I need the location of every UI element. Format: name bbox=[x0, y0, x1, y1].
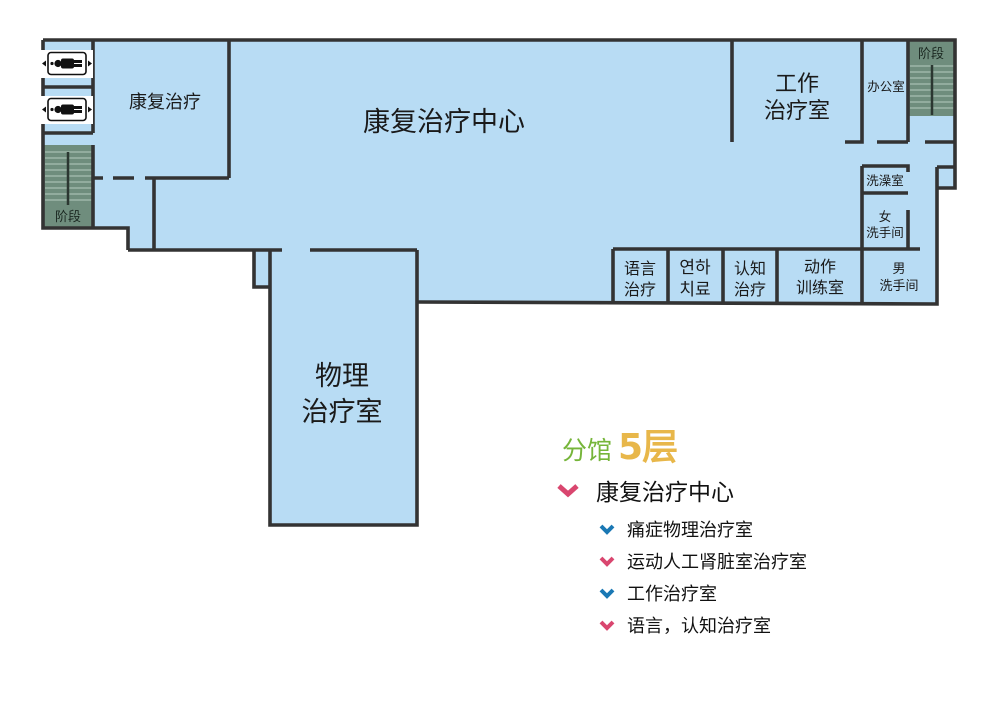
room-male-restroom-line2: 洗手间 bbox=[879, 279, 918, 294]
chevron-down-icon bbox=[557, 484, 579, 498]
room-office: 办公室 bbox=[867, 79, 905, 94]
stairs-left: 阶段 bbox=[43, 145, 93, 228]
chevron-down-icon bbox=[599, 524, 615, 535]
room-shower: 洗澡室 bbox=[866, 173, 904, 188]
room-swallowing-therapy-line2: 치료 bbox=[679, 280, 710, 300]
legend-item-label: 痛症物理治疗室 bbox=[627, 520, 753, 541]
room-female-restroom-line2: 洗手间 bbox=[866, 225, 904, 240]
legend-title-row: 康复治疗中心 bbox=[556, 473, 734, 507]
stairs-right-label: 阶段 bbox=[918, 47, 944, 62]
chevron-down-icon bbox=[599, 588, 615, 599]
legend-title: 康复治疗中心 bbox=[596, 480, 734, 506]
room-cognitive-therapy-line2: 治疗 bbox=[734, 280, 766, 299]
room-motor-training-line1: 动作 bbox=[804, 257, 836, 276]
legend-item: 工作治疗室 bbox=[599, 580, 717, 606]
room-swallowing-therapy-line1: 연하 bbox=[679, 258, 711, 278]
room-female-restroom-line1: 女 bbox=[879, 209, 892, 224]
room-rehab-therapy: 康复治疗 bbox=[129, 92, 201, 113]
room-physical-therapy-line2: 治疗室 bbox=[302, 397, 383, 428]
room-rehab-center: 康复治疗中心 bbox=[363, 107, 525, 138]
walls bbox=[41, 38, 957, 527]
stairs-left-label: 阶段 bbox=[55, 210, 81, 225]
legend-item: 运动人工肾脏室治疗室 bbox=[599, 548, 807, 574]
stairs-right: 阶段 bbox=[908, 40, 955, 116]
room-speech-therapy-line1: 语言 bbox=[624, 259, 656, 278]
legend-item: 痛症物理治疗室 bbox=[599, 516, 753, 542]
legend-item-label: 语言，认知治疗室 bbox=[627, 616, 771, 637]
room-physical-therapy-line1: 物理 bbox=[315, 361, 369, 392]
room-occupational-therapy-line1: 工作 bbox=[775, 72, 819, 97]
floor-level: 5层 bbox=[618, 427, 678, 468]
chevron-down-icon bbox=[599, 556, 615, 567]
room-cognitive-therapy-line1: 认知 bbox=[734, 259, 766, 278]
building-name: 分馆 bbox=[562, 436, 613, 465]
stretcher-elevator-icon bbox=[41, 50, 93, 78]
stretcher-elevator-icon bbox=[41, 96, 93, 124]
chevron-down-icon bbox=[599, 620, 615, 631]
legend-item-label: 运动人工肾脏室治疗室 bbox=[627, 552, 807, 573]
room-motor-training-line2: 训练室 bbox=[796, 278, 844, 297]
room-male-restroom-line1: 男 bbox=[892, 262, 905, 277]
room-occupational-therapy-line2: 治疗室 bbox=[764, 99, 830, 124]
legend-item-label: 工作治疗室 bbox=[627, 584, 717, 605]
legend-item: 语言，认知治疗室 bbox=[599, 612, 771, 638]
room-speech-therapy-line2: 治疗 bbox=[624, 280, 656, 299]
